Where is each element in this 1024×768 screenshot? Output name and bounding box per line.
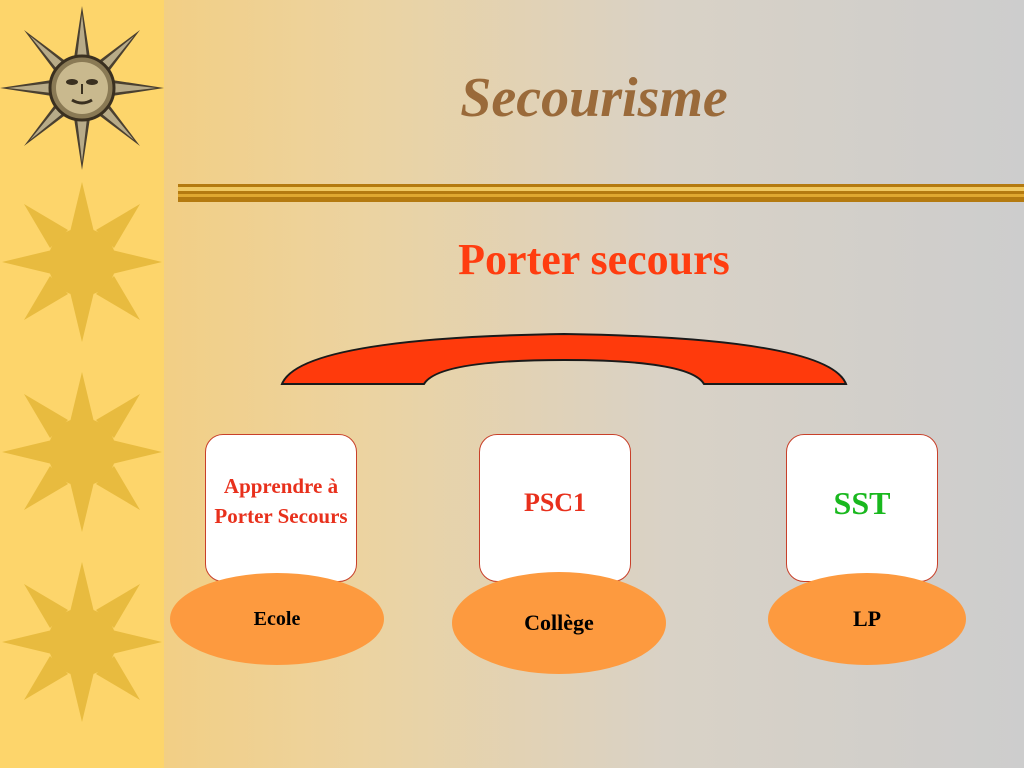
node-box-apprendre: Apprendre à Porter Secours xyxy=(205,434,357,582)
title-divider xyxy=(178,184,1024,202)
node-label: Apprendre à Porter Secours xyxy=(214,474,348,528)
slide-subtitle: Porter secours xyxy=(458,235,730,284)
slide-title: Secourisme xyxy=(460,67,728,129)
sun-icon xyxy=(2,182,162,342)
sun-face-icon xyxy=(0,6,164,170)
level-oval-college: Collège xyxy=(452,572,666,674)
level-oval-ecole: Ecole xyxy=(170,573,384,665)
node-box-psc1: PSC1 xyxy=(479,434,631,582)
sun-icon xyxy=(2,372,162,532)
node-box-sst: SST xyxy=(786,434,938,582)
sun-decorations xyxy=(0,6,164,722)
grouping-brace xyxy=(280,332,848,385)
node-label: SST xyxy=(833,484,891,521)
level-oval-lp: LP xyxy=(768,573,966,665)
sun-icon xyxy=(2,562,162,722)
side-decoration-strip xyxy=(0,0,164,768)
node-label: PSC1 xyxy=(523,488,587,517)
